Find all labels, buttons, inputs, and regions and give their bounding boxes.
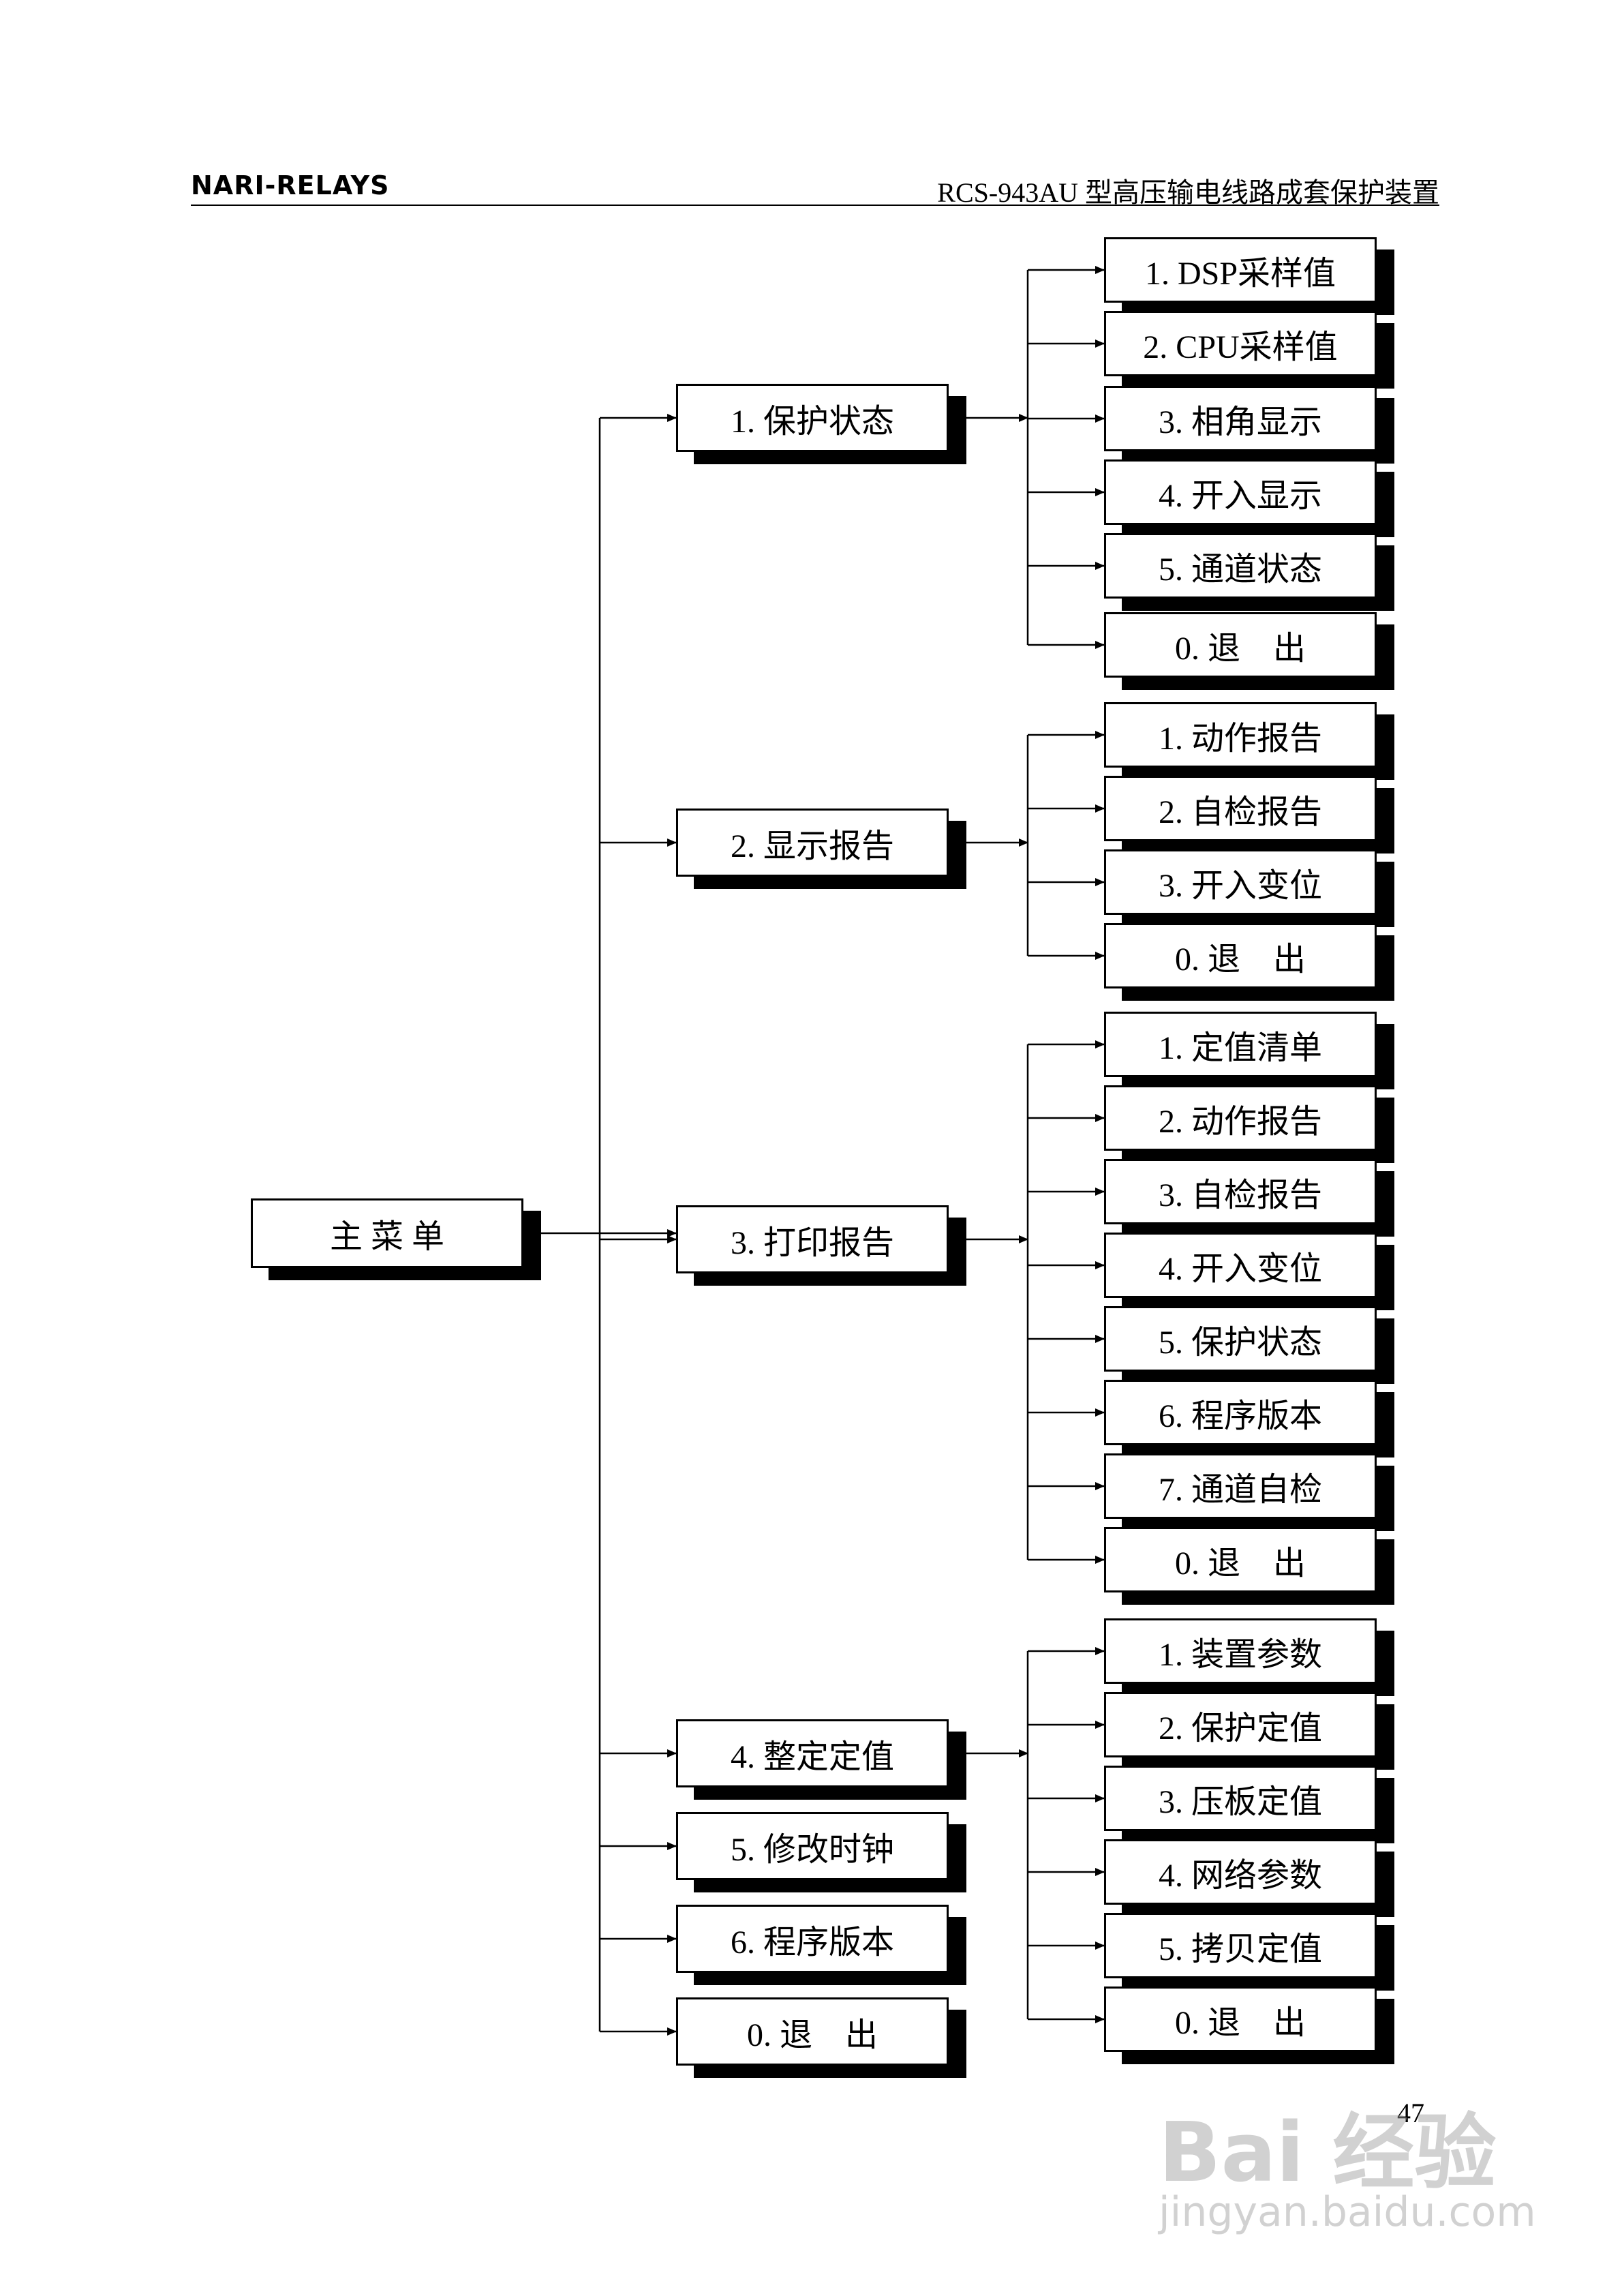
submenu-box: 5. 通道状态	[1104, 533, 1377, 599]
submenu-box: 3. 相角显示	[1104, 386, 1377, 451]
header-company: NARI-RELAYS	[191, 170, 390, 200]
submenu-box: 2. 动作报告	[1104, 1085, 1377, 1151]
submenu-box: 0. 退 出	[1104, 1987, 1377, 2052]
menu-box-modify-clock: 5. 修改时钟	[676, 1812, 949, 1880]
watermark-url: jingyan.baidu.com	[1159, 2188, 1536, 2236]
page-number: 47	[1397, 2098, 1424, 2128]
submenu-box: 5. 保护状态	[1104, 1306, 1377, 1372]
header-rule	[191, 205, 1439, 206]
submenu-box: 1. 装置参数	[1104, 1618, 1377, 1684]
submenu-box: 3. 开入变位	[1104, 849, 1377, 915]
submenu-box: 1. DSP采样值	[1104, 237, 1377, 303]
header-title: RCS-943AU 型高压输电线路成套保护装置	[937, 177, 1439, 208]
submenu-box: 4. 开入变位	[1104, 1233, 1377, 1298]
submenu-box: 7. 通道自检	[1104, 1453, 1377, 1519]
menu-box-set-values: 4. 整定定值	[676, 1719, 949, 1787]
watermark-logo: Bai 经验	[1159, 2106, 1497, 2201]
submenu-box: 3. 压板定值	[1104, 1766, 1377, 1831]
submenu-box: 1. 定值清单	[1104, 1012, 1377, 1077]
menu-box-program-version: 6. 程序版本	[676, 1905, 949, 1973]
root-menu-box: 主 菜 单	[251, 1198, 523, 1268]
submenu-box: 5. 拷贝定值	[1104, 1913, 1377, 1978]
submenu-box: 4. 开入显示	[1104, 459, 1377, 525]
submenu-box: 0. 退 出	[1104, 612, 1377, 678]
submenu-box: 4. 网络参数	[1104, 1839, 1377, 1905]
submenu-box: 3. 自检报告	[1104, 1159, 1377, 1224]
submenu-box: 6. 程序版本	[1104, 1380, 1377, 1445]
submenu-box: 1. 动作报告	[1104, 702, 1377, 768]
submenu-box: 0. 退 出	[1104, 923, 1377, 988]
submenu-box: 2. CPU采样值	[1104, 311, 1377, 376]
menu-box-protect-status: 1. 保护状态	[676, 384, 949, 452]
menu-box-show-report: 2. 显示报告	[676, 809, 949, 877]
submenu-box: 2. 自检报告	[1104, 776, 1377, 841]
menu-box-exit: 0. 退 出	[676, 1997, 949, 2066]
submenu-box: 2. 保护定值	[1104, 1692, 1377, 1757]
menu-box-print-report: 3. 打印报告	[676, 1205, 949, 1273]
submenu-box: 0. 退 出	[1104, 1527, 1377, 1592]
